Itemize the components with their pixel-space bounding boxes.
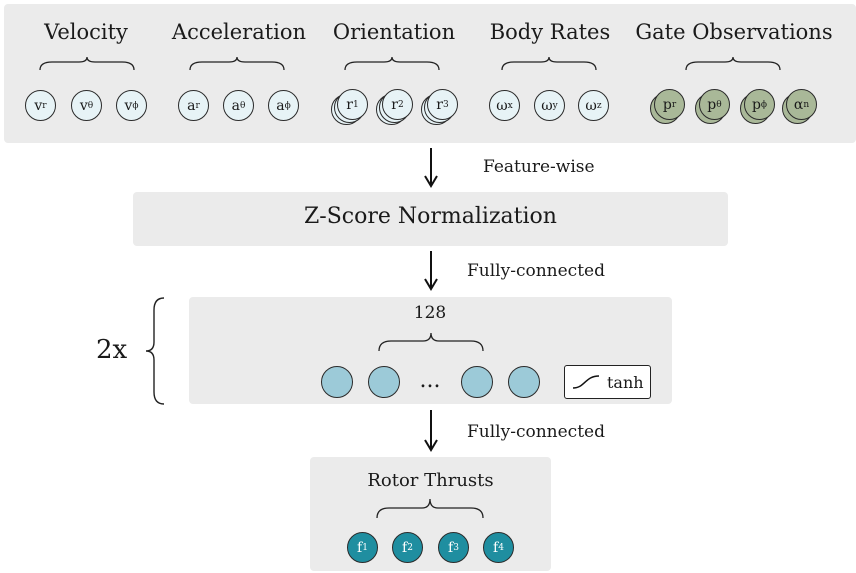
normalization-panel: [133, 192, 728, 246]
edge-label-fully-connected-1: Fully-connected: [467, 261, 605, 281]
activation-box: tanh: [564, 365, 651, 399]
hidden-node: [368, 366, 400, 398]
group-title-velocity: Velocity: [44, 20, 128, 44]
arrow-fully-connected-1: [424, 251, 438, 291]
hidden-node: [508, 366, 540, 398]
hidden-node: [321, 366, 353, 398]
normalization-label: Z-Score Normalization: [304, 204, 557, 229]
brace-velocity: [39, 56, 135, 71]
repeat-brace: [145, 297, 165, 405]
output-brace: [376, 498, 484, 519]
repeat-label: 2x: [96, 335, 128, 365]
group-title-gate-observations: Gate Observations: [635, 20, 833, 44]
group-title-acceleration: Acceleration: [171, 20, 307, 44]
brace-orientation: [344, 56, 440, 71]
output-title: Rotor Thrusts: [367, 470, 494, 491]
hidden-ellipsis: ...: [419, 368, 441, 393]
brace-acceleration: [189, 56, 285, 71]
tanh-curve-icon: [572, 375, 600, 389]
arrow-feature-wise: [424, 148, 438, 188]
hidden-width-brace: [378, 332, 484, 352]
group-title-body-rates: Body Rates: [489, 20, 611, 44]
edge-label-feature-wise: Feature-wise: [483, 157, 595, 177]
hidden-node: [461, 366, 493, 398]
hidden-width-label: 128: [413, 303, 447, 323]
brace-body-rates: [501, 56, 597, 71]
edge-label-fully-connected-2: Fully-connected: [467, 422, 605, 442]
arrow-fully-connected-2: [424, 410, 438, 452]
group-title-orientation: Orientation: [332, 20, 456, 44]
brace-gate-observations: [685, 56, 781, 71]
activation-label: tanh: [607, 372, 644, 392]
